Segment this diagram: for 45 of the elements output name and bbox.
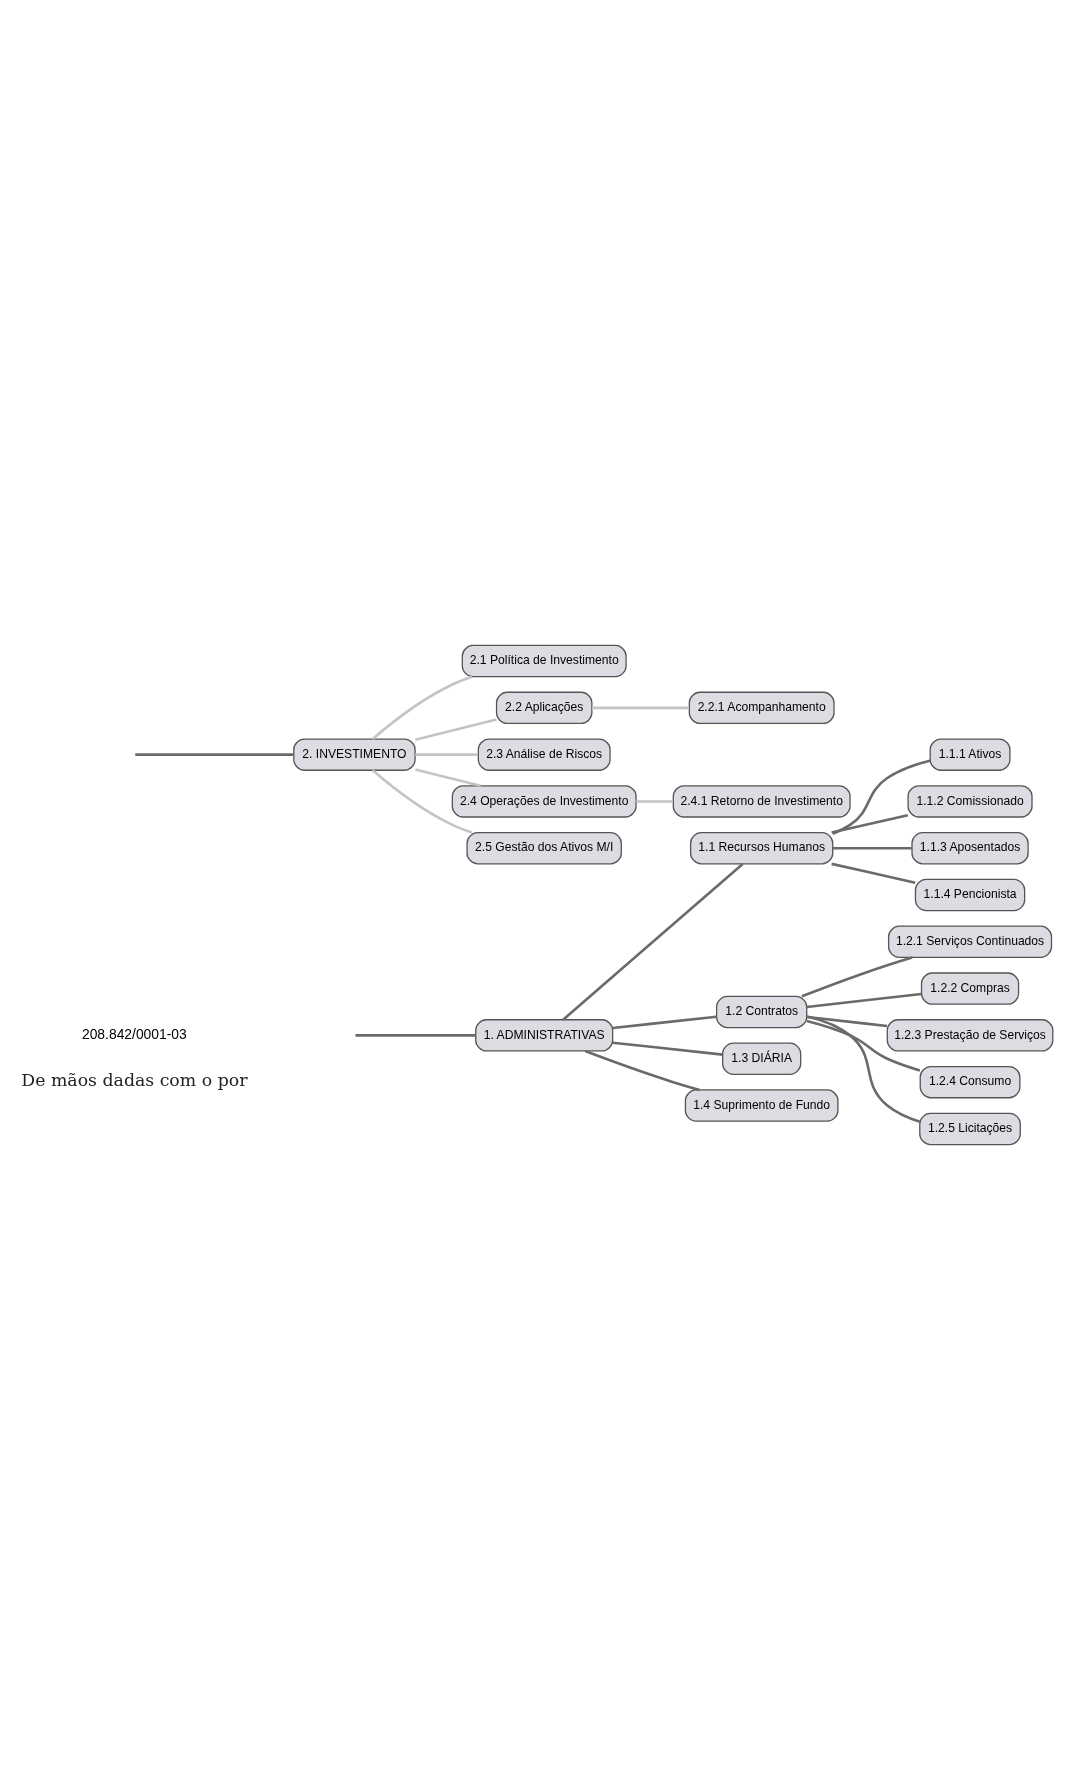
node-box: 1.4 Suprimento de Fundo	[684, 1088, 839, 1122]
connector	[562, 862, 744, 1021]
connector	[371, 768, 473, 834]
node-box: 1.2 Contratos	[715, 995, 808, 1028]
label: 208.842/0001-03	[81, 1025, 187, 1042]
node-box: 2.1 Política de Investimento	[461, 644, 627, 677]
connector	[806, 992, 922, 1008]
node-box: 1.2.4 Consumo	[919, 1065, 1021, 1098]
node-box: 1.2.5 Licitações	[919, 1112, 1021, 1145]
connector	[415, 717, 497, 741]
node-box: 1.2.1 Serviços Continuados	[887, 925, 1053, 958]
node-box: 1.1.1 Ativos	[929, 737, 1011, 771]
node-box: 2.2.1 Acompanhamento	[688, 691, 835, 724]
node-box: 1.2.2 Compras	[920, 971, 1020, 1005]
node-box: 2. INVESTIMENTO	[293, 737, 416, 771]
node-box: 1. ADMINISTRATIVAS	[475, 1018, 614, 1052]
connector	[832, 758, 931, 835]
connector	[806, 1014, 921, 1123]
node-box: 2.5 Gestão dos Ativos M/I	[466, 831, 622, 864]
connector	[801, 955, 913, 997]
label: De mãos dadas com o por	[21, 1069, 248, 1090]
connector	[371, 674, 473, 740]
connector	[636, 799, 674, 803]
connector	[415, 752, 479, 756]
node-box: 1.2.3 Prestação de Serviços	[886, 1018, 1054, 1052]
node-box: 2.4 Operações de Investimento	[451, 784, 637, 818]
connector	[355, 1033, 476, 1037]
connector	[591, 706, 690, 709]
connector	[415, 767, 481, 787]
connector	[612, 1040, 723, 1056]
connector	[584, 1049, 700, 1091]
node-box: 2.2 Aplicações	[495, 691, 593, 724]
node-box: 1.1 Recursos Humanos	[689, 831, 834, 864]
connector	[135, 752, 294, 756]
node-box: 1.1.2 Comissionado	[907, 784, 1033, 818]
connector	[612, 1014, 717, 1029]
connector	[806, 1019, 921, 1072]
node-box: 1.3 DIÁRIA	[722, 1042, 802, 1075]
connector	[831, 813, 909, 834]
connector	[831, 862, 916, 884]
node-box: 1.1.3 Aposentados	[911, 831, 1029, 864]
node-box: 1.1.4 Pencionista	[914, 878, 1026, 911]
node-box: 2.4.1 Retorno de Investimento	[672, 784, 851, 818]
node-box: 2.3 Análise de Riscos	[477, 737, 611, 771]
connector	[832, 846, 912, 849]
